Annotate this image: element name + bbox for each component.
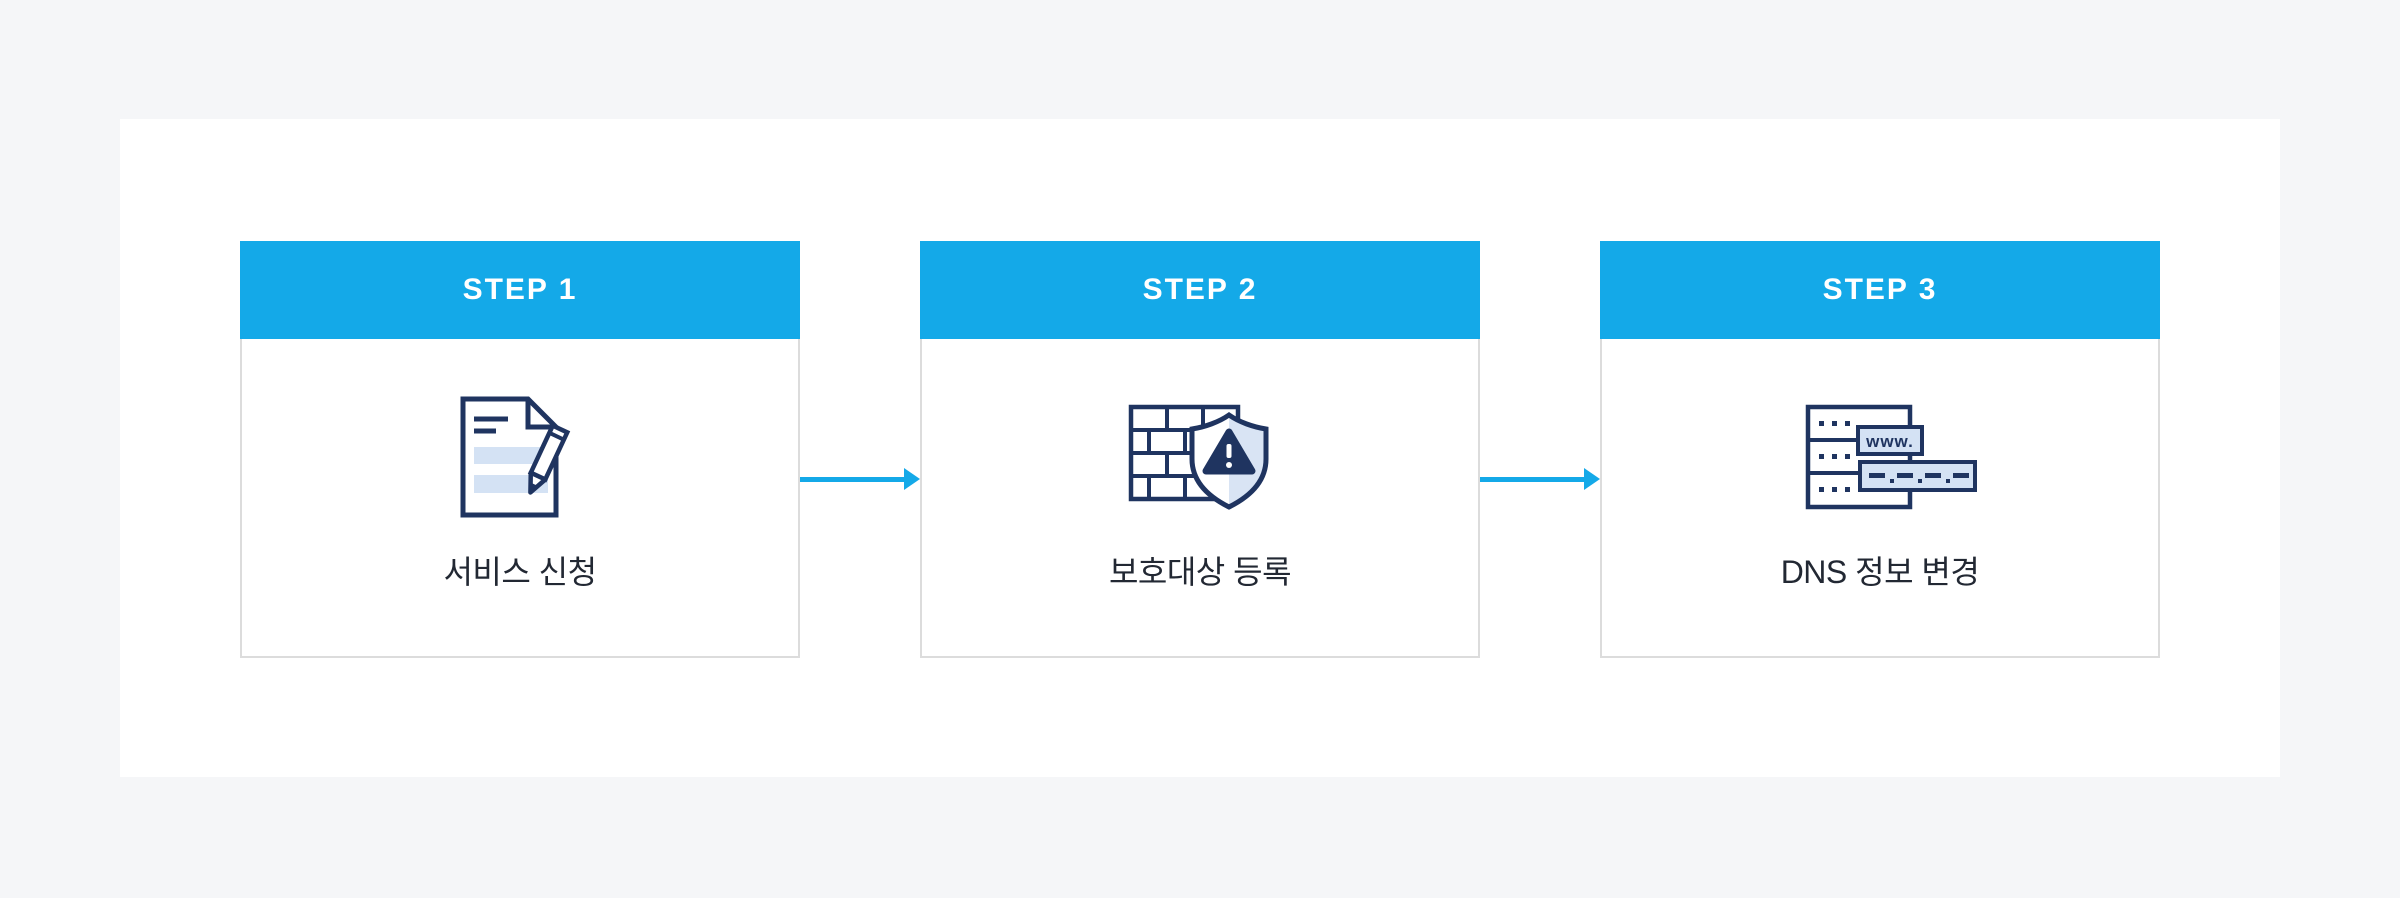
step-card-1: STEP 1 <box>240 241 800 658</box>
flow-arrow-1 <box>800 241 920 658</box>
document-pen-icon <box>460 395 580 519</box>
step-2-header: STEP 2 <box>920 241 1480 339</box>
step-2-title: STEP 2 <box>1142 273 1258 306</box>
arrow-right-icon <box>904 468 920 490</box>
steps-flow: STEP 1 <box>240 241 2160 658</box>
step-3-label: DNS 정보 변경 <box>1780 554 1980 590</box>
firewall-shield-icon <box>1128 404 1269 510</box>
step-2-body: 보호대상 등록 <box>920 339 1480 658</box>
www-label: www. <box>1865 432 1914 451</box>
step-1-label: 서비스 신청 <box>443 554 597 590</box>
content-panel: STEP 1 <box>120 119 2280 777</box>
step-1-title: STEP 1 <box>462 273 578 306</box>
arrow-right-icon <box>1584 468 1600 490</box>
step-1-header: STEP 1 <box>240 241 800 339</box>
dns-server-icon: www. <box>1805 395 1979 519</box>
step-1-body: 서비스 신청 <box>240 339 800 658</box>
dns-server-icon: www. <box>1805 404 1977 510</box>
firewall-shield-icon <box>1128 395 1272 519</box>
step-card-3: STEP 3 <box>1600 241 2160 658</box>
step-2-label: 보호대상 등록 <box>1108 554 1292 590</box>
arrow-line <box>800 477 904 482</box>
flow-arrow-2 <box>1480 241 1600 658</box>
step-card-2: STEP 2 <box>920 241 1480 658</box>
step-3-body: www. DNS 정보 변경 <box>1600 339 2160 658</box>
step-3-title: STEP 3 <box>1822 273 1938 306</box>
step-3-header: STEP 3 <box>1600 241 2160 339</box>
document-pen-icon <box>460 396 571 518</box>
arrow-line <box>1480 477 1584 482</box>
